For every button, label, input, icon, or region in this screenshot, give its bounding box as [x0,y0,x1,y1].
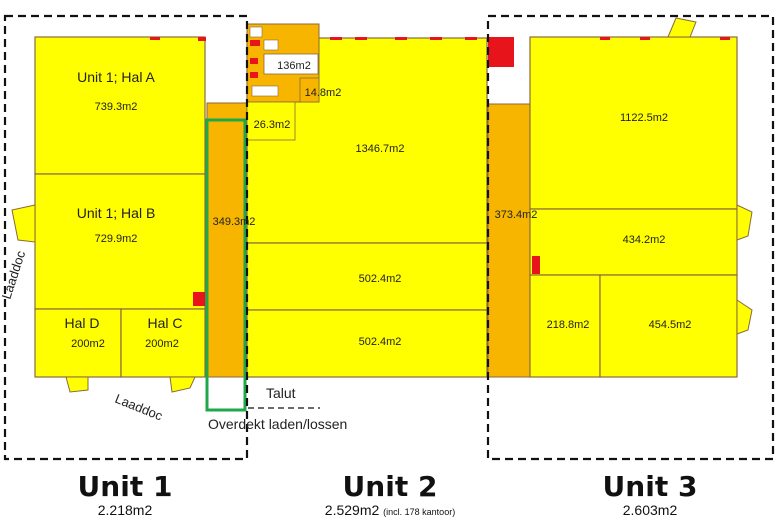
office-red-3 [250,72,258,78]
bottom-dock-bump-2 [169,376,196,393]
unit2-caption: Unit 2 2.529m2 (incl. 178 kantoor) [290,472,490,520]
unit3-top-area: 1122.5m2 [620,112,668,124]
unit1-red-wall-mark [198,37,206,41]
unit1-hal-a-room [34,36,206,175]
unit1-boundary [3,14,249,461]
hal-b-name: Unit 1; Hal B [77,205,156,221]
unit2-title: Unit 2 [342,470,438,503]
unit1-hal-b-room [34,173,206,310]
unit1-title: Unit 1 [77,470,173,503]
hal-b-area: 729.9m2 [95,233,138,245]
unit3-right-dock-bump-1 [736,204,753,241]
floor-plan: Unit 1; Hal A 739.3m2 Unit 1; Hal B 729.… [0,14,775,461]
unit3-low-right-hall [599,274,738,378]
unit2-3-red-marker [488,37,514,67]
unit3-top-wall-marks [600,37,730,40]
unit2-note: (incl. 178 kantoor) [383,507,456,517]
office-room-136 [263,53,319,75]
corridor-2 [487,103,531,378]
office-148-area: 14.8m2 [305,87,342,99]
unit1-red-marker [193,292,205,306]
office-room-263 [246,101,296,141]
hal-c-area: 200m2 [145,338,179,350]
office-136-area: 136m2 [277,60,311,72]
unit3-building [529,17,753,378]
corridor-1-area: 349.3m2 [213,216,256,228]
corridor-2-area: 373.4m2 [495,209,538,221]
office-room-small-2 [263,39,279,51]
unit2-area: 2.529m2 [324,502,380,518]
hal-c-name: Hal C [147,315,182,331]
unit3-caption: Unit 3 2.603m2 [565,470,735,519]
office-room-148 [299,77,320,103]
office-red-2 [250,58,258,64]
unit3-low-right-area: 454.5m2 [649,319,692,331]
unit1-area: 2.218m2 [97,502,153,518]
unit3-right-dock-bump-2 [736,299,753,335]
hal-d-area: 200m2 [71,338,105,350]
hal-c-room [120,308,206,378]
unit3-top-hall [529,36,738,210]
talut-label: Talut [266,385,296,401]
corridor-1 [206,102,248,378]
unit1-caption: Unit 1 2.218m2 [40,470,210,519]
hal-a-area: 739.3m2 [95,101,138,113]
unit3-red-marker [532,256,540,274]
bottom-dock-bump-1 [65,376,89,393]
unit3-mid-area: 434.2m2 [623,234,666,246]
unit2-area-line: 2.529m2 (incl. 178 kantoor) [290,502,490,520]
office-red-1 [250,40,260,46]
unit3-low-left-area: 218.8m2 [547,319,590,331]
hal-a-name: Unit 1; Hal A [77,69,155,85]
unit2-main-area: 1346.7m2 [356,143,405,155]
hal-d-name: Hal D [64,315,99,331]
unit3-area: 2.603m2 [622,502,678,518]
left-dock-bump [11,204,36,243]
unit2-low-hall [246,309,488,378]
unit2-top-wall-marks [330,37,477,40]
unit3-title: Unit 3 [602,470,698,503]
unit2-building [246,23,488,378]
overdekt-label: Overdekt laden/lossen [208,416,347,432]
laaddoc-bottom-label: Laaddoc [113,391,165,424]
office-room-small-3 [251,85,279,97]
unit2-mid-area: 502.4m2 [359,273,402,285]
office-263-area: 26.3m2 [254,119,291,131]
unit3-low-left-hall [529,274,601,378]
unit1-building [11,36,206,393]
unit2-low-area: 502.4m2 [359,336,402,348]
unit3-top-dock-bump [667,17,697,38]
unit3-mid-hall [529,208,738,276]
hal-d-room [34,308,122,378]
covered-loading-outline [205,118,247,412]
unit2-mid-hall [246,242,488,311]
office-room-small-1 [249,26,263,38]
unit1-red-wall-mark-2 [150,37,160,40]
